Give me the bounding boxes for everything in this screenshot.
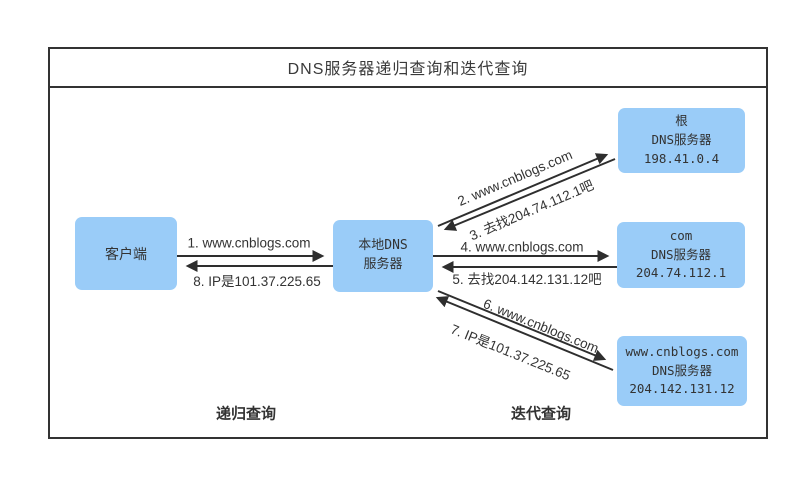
arrow-8-label: 8. IP是101.37.225.65 <box>193 274 321 289</box>
node-root-ip: 198.41.0.4 <box>643 150 720 166</box>
arrow-5-label: 5. 去找204.142.131.12吧 <box>452 272 602 287</box>
node-www-line1: www.cnblogs.com <box>625 343 739 359</box>
node-www-dns-server: www.cnblogs.com DNS服务器 204.142.131.12 <box>617 336 747 406</box>
node-www-line2: DNS服务器 <box>651 362 713 378</box>
arrow-4-label: 4. www.cnblogs.com <box>460 239 584 255</box>
node-com-ip: 204.74.112.1 <box>635 265 727 281</box>
arrow-1-label: 1. www.cnblogs.com <box>187 235 311 251</box>
node-root-dns-server: 根 DNS服务器 198.41.0.4 <box>618 108 745 173</box>
diagram-title: DNS服务器递归查询和迭代查询 <box>287 60 529 78</box>
node-root-line2: DNS服务器 <box>651 132 712 148</box>
node-com-line1: com <box>669 227 693 243</box>
node-client-label: 客户端 <box>105 245 147 262</box>
node-local-line1: 本地DNS <box>358 238 408 254</box>
diagram-title-bar: DNS服务器递归查询和迭代查询 <box>48 47 768 88</box>
iterative-query-label: 迭代查询 <box>510 405 572 423</box>
recursive-query-label: 递归查询 <box>215 405 277 423</box>
node-com-line2: DNS服务器 <box>650 246 712 262</box>
node-com-dns-server: com DNS服务器 204.74.112.1 <box>617 222 745 288</box>
node-client: 客户端 <box>75 217 177 290</box>
node-local-line2: 服务器 <box>363 257 403 272</box>
node-www-ip: 204.142.131.12 <box>629 381 735 397</box>
node-root-line1: 根 <box>675 113 688 129</box>
node-local-dns-server: 本地DNS 服务器 <box>333 220 433 292</box>
